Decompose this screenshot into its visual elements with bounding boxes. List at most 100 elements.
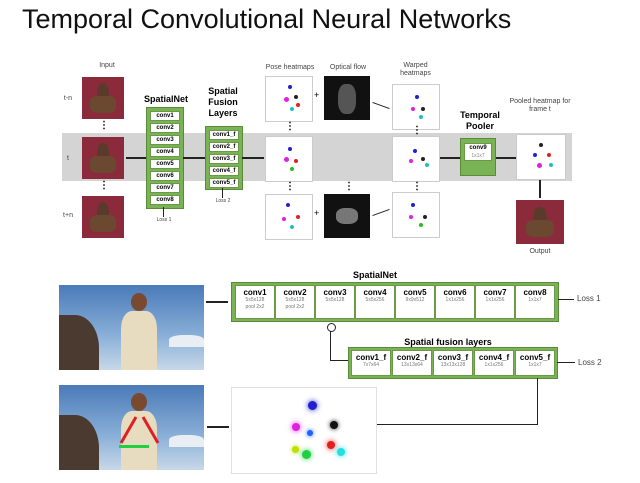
branch-line-down (330, 331, 331, 360)
cell-sub1: 13x13x64 (401, 362, 423, 368)
warped-heatmap-t (392, 136, 440, 182)
input-frame-t (82, 137, 124, 179)
pooler-layer: conv9 1x1x7 (464, 143, 492, 161)
cell-name: conv1 (243, 288, 267, 297)
warped-heatmap-t-plus-n (392, 192, 440, 238)
cell-sub1: 5x5x128 (285, 297, 305, 303)
cell-sub2: pool 2x2 (285, 304, 305, 310)
fusion-output-line-down (537, 378, 538, 424)
loss2-label: Loss 2 (578, 358, 602, 367)
cell-sub1: 7x7x64 (362, 362, 380, 368)
fusion-loss-line (222, 188, 223, 198)
spatialnet-layer: conv4 (150, 147, 180, 157)
spatialnet-label: SpatialNet (143, 94, 188, 104)
dots-input-1: ⋮ (99, 120, 109, 131)
fusion-layer: conv4_f (209, 166, 239, 176)
cell-sub1: 9x9x512 (405, 297, 425, 303)
cell-sub2: pool 2x2 (245, 304, 265, 310)
pooled-heatmap-label: Pooled heatmap for frame t (508, 98, 572, 114)
optical-flow-t-plus-n (324, 194, 370, 238)
dots-heat-2: ⋮ (285, 181, 295, 192)
temporal-pooler-text: Temporal Pooler (460, 110, 500, 131)
spatialnet-layer: conv7 (150, 183, 180, 193)
cell-name: conv1_f (355, 353, 387, 362)
cell-sub1: 1x1x7 (528, 362, 542, 368)
spatialnet-box: conv1 conv2 conv3 conv4 conv5 conv6 conv… (146, 107, 184, 209)
arrow-warped-to-pooler (440, 157, 460, 159)
pooler-layer-sub: 1x1x7 (471, 153, 485, 159)
cell-sub1: 13x13x128 (440, 362, 466, 368)
temporal-pooler-label: Temporal Pooler (450, 110, 510, 132)
cell-name: conv3_f (437, 353, 469, 362)
frame-label-t: t (67, 155, 69, 162)
warped-heatmap-t-minus-n (392, 84, 440, 130)
fusion-label-text: Spatial Fusion Layers (208, 86, 238, 118)
fusion-label: Spatial Fusion Layers (198, 86, 248, 119)
pose-heatmaps-label: Pose heatmaps (265, 64, 315, 71)
page-title: Temporal Convolutional Neural Networks (22, 4, 512, 34)
frame-label-t-minus-n: t-n (63, 95, 73, 102)
cell-name: conv4 (363, 288, 387, 297)
dots-warped-2: ⋮ (412, 181, 422, 192)
spatialnet-loss-line (163, 207, 164, 217)
arrow-flow-to-warped-1 (372, 101, 390, 110)
arrow-input-to-spatialnet (126, 157, 146, 159)
arrow-fusion-to-heatmap (242, 157, 264, 159)
output-frame (516, 200, 564, 244)
loss1-line (558, 299, 574, 300)
arrow-pooler-to-pooled (496, 157, 516, 159)
temporal-pooler-box: conv9 1x1x7 (460, 138, 496, 176)
input-frame-t-plus-n (82, 196, 124, 238)
cell-name: conv2 (283, 288, 307, 297)
fusion-layer: conv1_f (209, 130, 239, 140)
cell-sub1: 5x5x256 (365, 297, 385, 303)
dots-flow: ⋮ (344, 181, 354, 192)
fusion-layer: conv5_f (209, 178, 239, 188)
warped-heatmaps-label: Warped heatmaps (388, 62, 443, 78)
plus-sign-2: + (314, 208, 320, 218)
fusion-box: conv1_f conv2_f conv3_f conv4_f conv5_f (205, 126, 243, 190)
spatialnet-layer: conv5 (150, 159, 180, 169)
arrow-heatmap-to-photo (207, 426, 229, 428)
arrow-pooled-to-output (539, 180, 541, 198)
spatialnet-layer: conv2 (150, 123, 180, 133)
cell-name: conv2_f (396, 353, 428, 362)
fusion-loss-label: Loss 2 (215, 198, 231, 204)
cell-sub1: 5x5x128 (325, 297, 345, 303)
spatialnet-layer: conv6 (150, 171, 180, 181)
dots-warped-1: ⋮ (412, 125, 422, 136)
optical-flow-label: Optical flow (329, 64, 367, 71)
cell-name: conv8 (523, 288, 547, 297)
cell-name: conv5_f (519, 353, 551, 362)
output-photo (59, 385, 204, 470)
pooler-layer-name: conv9 (469, 145, 487, 151)
fusion-layer: conv2_f (209, 142, 239, 152)
spatialnet-loss-label: Loss 1 (156, 217, 172, 223)
frame-label-t-plus-n: t+n (63, 212, 73, 219)
pose-heatmap-t-plus-n (265, 194, 313, 240)
cell-name: conv4_f (478, 353, 510, 362)
dots-input-2: ⋮ (99, 180, 109, 191)
optical-flow-t-minus-n (324, 76, 370, 120)
branch-line-right (330, 360, 348, 361)
input-photo (59, 285, 204, 370)
loss2-line (557, 362, 575, 363)
input-frame-t-minus-n (82, 77, 124, 119)
cell-sub1: 1x1x7 (528, 297, 542, 303)
branch-circle (327, 323, 336, 332)
bottom-spatialnet-label: SpatialNet (352, 270, 397, 280)
pose-heatmap-t (265, 136, 313, 182)
plus-sign-1: + (314, 90, 320, 100)
